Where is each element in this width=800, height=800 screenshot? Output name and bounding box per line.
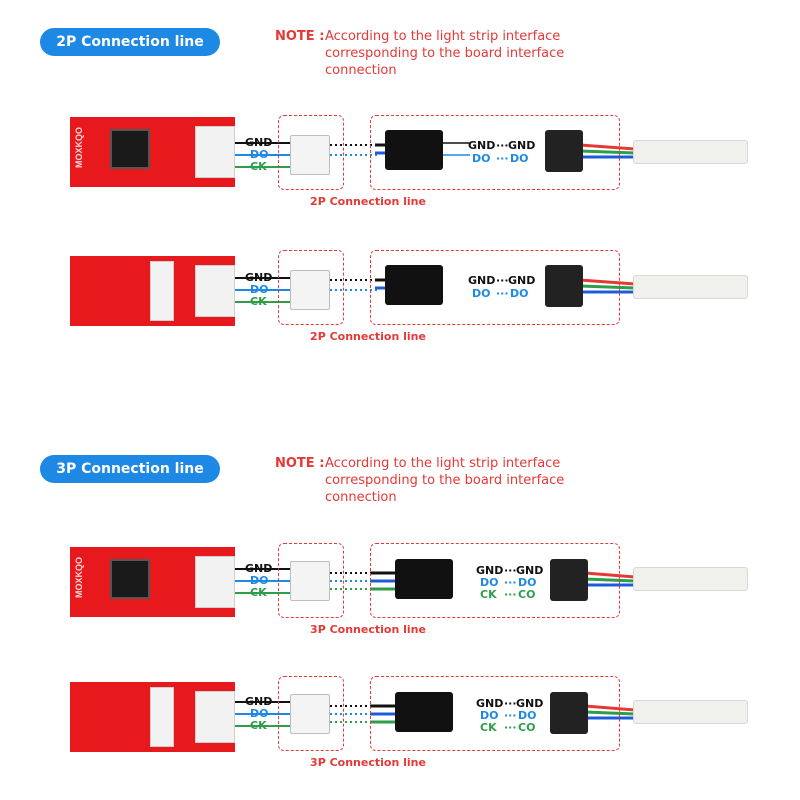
dots: ··· [504,564,517,577]
label-do: DO [250,574,269,587]
plug-connector [395,559,453,599]
led-strip [633,140,748,164]
strip-connector-box [370,115,620,190]
jst-connector [290,135,330,175]
strip-label-gnd-right: GND [508,274,536,287]
strip-label-do-left: DO [472,152,491,165]
strip-label-do-right: DO [518,576,537,589]
board-header [150,261,174,321]
label-do: DO [250,283,269,296]
wiring-svg [200,568,636,594]
row-caption: 3P Connection line [310,756,426,769]
led-strip [633,567,748,591]
strip-label-gnd-left: GND [468,274,496,287]
plug-connector [385,265,443,305]
label-do: DO [250,148,269,161]
strip-label-do-left: DO [480,709,499,722]
plug-connector [385,130,443,170]
section-title-badge: 3P Connection line [40,455,220,483]
strip-label-co-right: CO [518,721,536,734]
connection-row: GND DO CK GND ··· GND DO ··· DO CK ··· C… [0,668,800,798]
row-caption: 3P Connection line [310,623,426,636]
strip-label-ck-left: CK [480,721,497,734]
note-text: According to the light strip interface c… [325,456,565,505]
controller-board: MOXKQO [70,117,235,187]
dots: ··· [496,287,509,300]
strip-label-do-right: DO [510,152,529,165]
note: NOTE : According to the light strip inte… [275,28,635,80]
label-ck: CK [250,586,267,599]
label-gnd: GND [245,136,273,149]
note-label: NOTE : [275,456,325,471]
female-connector [550,559,588,601]
jst-connector [290,694,330,734]
strip-label-gnd-right: GND [516,697,544,710]
jst-connector [290,561,330,601]
strip-label-gnd-right: GND [508,139,536,152]
wiring-svg [200,701,636,727]
row-caption: 2P Connection line [310,195,426,208]
strip-label-co-right: CO [518,588,536,601]
label-ck: CK [250,160,267,173]
connector-box [278,250,344,325]
board-header [195,126,235,178]
dots: ··· [504,588,517,601]
strip-label-gnd-left: GND [476,564,504,577]
note-text: According to the light strip interface c… [325,29,565,78]
board-header [195,265,235,317]
led-strip [633,275,748,299]
plug-connector [395,692,453,732]
label-gnd: GND [245,562,273,575]
female-connector [545,265,583,307]
label-gnd: GND [245,271,273,284]
strip-label-do-left: DO [472,287,491,300]
label-gnd: GND [245,695,273,708]
strip-connector-box [370,676,620,751]
female-connector [550,692,588,734]
connection-row: GND DO CK GND ··· GND DO ··· DO 2P Conne… [0,240,800,370]
board-logo: MOXKQO [74,557,84,599]
dots: ··· [496,274,509,287]
label-ck: CK [250,719,267,732]
dots: ··· [496,139,509,152]
mcu-chip [110,559,150,599]
note-label: NOTE : [275,29,325,44]
section-title-badge: 2P Connection line [40,28,220,56]
board-header [150,687,174,747]
row-caption: 2P Connection line [310,330,426,343]
dots: ··· [504,576,517,589]
strip-label-ck-left: CK [480,588,497,601]
female-connector [545,130,583,172]
strip-label-gnd-left: GND [476,697,504,710]
strip-label-gnd-left: GND [468,139,496,152]
strip-label-do-right: DO [518,709,537,722]
board-logo: MOXKQO [74,127,84,169]
strip-connector-box [370,543,620,618]
dots: ··· [496,152,509,165]
label-ck: CK [250,295,267,308]
board-header [195,691,235,743]
dots: ··· [504,697,517,710]
controller-board [70,256,235,326]
led-strip [633,700,748,724]
label-do: DO [250,707,269,720]
mcu-chip [110,129,150,169]
controller-board: MOXKQO [70,547,235,617]
strip-connector-box [370,250,620,325]
note: NOTE : According to the light strip inte… [275,455,635,507]
strip-label-do-right: DO [510,287,529,300]
connector-box [278,543,344,618]
connector-box [278,115,344,190]
dots: ··· [504,709,517,722]
controller-board [70,682,235,752]
connector-box [278,676,344,751]
dots: ··· [504,721,517,734]
connection-row: MOXKQO GND DO CK GND ··· GND DO ··· DO 2… [0,105,800,235]
strip-label-do-left: DO [480,576,499,589]
jst-connector [290,270,330,310]
board-header [195,556,235,608]
strip-label-gnd-right: GND [516,564,544,577]
connection-row: MOXKQO GND DO CK GND ··· GND DO ··· DO C… [0,535,800,665]
